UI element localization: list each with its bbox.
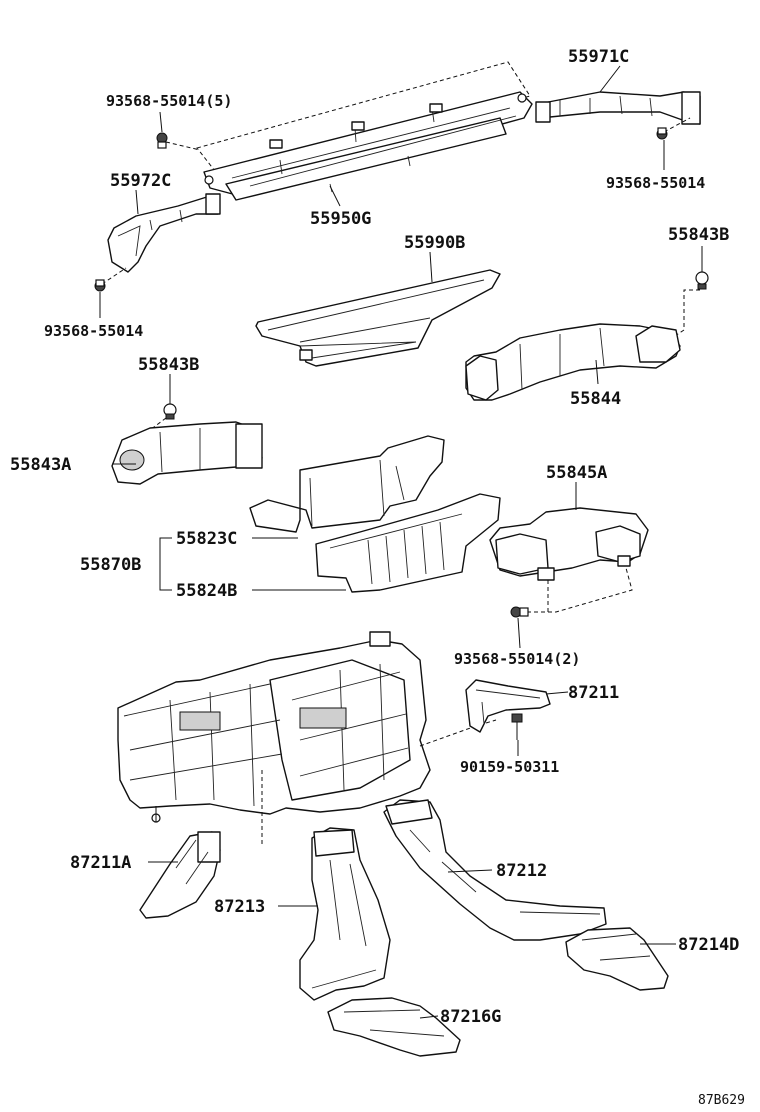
diagram-reference: 87B629 (698, 1093, 745, 1108)
leader-lines (99, 65, 703, 1019)
duct-87211[interactable] (465, 679, 551, 733)
duct-87213[interactable] (299, 827, 391, 1001)
label-55844: 55844 (570, 389, 621, 409)
label-55870B: 55870B (80, 555, 141, 575)
duct-87211A[interactable] (139, 831, 221, 919)
duct-55843A[interactable] (111, 421, 263, 485)
label-87211A: 87211A (70, 853, 131, 873)
side-duct-55972C[interactable] (107, 193, 221, 273)
defroster-nozzle-55950G[interactable] (196, 61, 533, 201)
label-55843B-right: 55843B (668, 225, 729, 245)
label-55971C: 55971C (568, 47, 629, 67)
label-87214D: 87214D (678, 935, 739, 955)
clip-55843B-right[interactable] (695, 271, 709, 290)
register-duct-55845A[interactable] (489, 507, 649, 581)
label-55990B: 55990B (404, 233, 465, 253)
label-90159-50311: 90159-50311 (460, 758, 559, 776)
duct-87216G[interactable] (327, 997, 461, 1057)
label-93568-55014-left: 93568-55014 (44, 322, 143, 340)
clip-55843B-left[interactable] (163, 403, 177, 420)
duct-87214D[interactable] (565, 927, 669, 991)
label-93568-55014-5: 93568-55014(5) (106, 92, 232, 110)
hvac-unit-assembly (117, 631, 431, 823)
clip-93568-55014-right[interactable] (656, 127, 668, 140)
label-87216G: 87216G (440, 1007, 501, 1027)
center-duct-55823C[interactable] (249, 435, 445, 533)
label-87213: 87213 (214, 897, 265, 917)
label-93568-55014-2: 93568-55014(2) (454, 650, 580, 668)
clip-93568-55014-2[interactable] (510, 606, 529, 618)
label-55824B: 55824B (176, 581, 237, 601)
defroster-duct-55990B[interactable] (255, 269, 501, 367)
label-55950G: 55950G (310, 209, 371, 229)
side-duct-55971C[interactable] (535, 91, 701, 125)
label-55823C: 55823C (176, 529, 237, 549)
label-87211: 87211 (568, 683, 619, 703)
center-duct-55824B[interactable] (315, 493, 501, 593)
duct-87212[interactable] (383, 799, 607, 941)
clip-93568-55014-left[interactable] (94, 279, 106, 292)
duct-55844[interactable] (465, 323, 681, 401)
label-93568-55014-right: 93568-55014 (606, 174, 705, 192)
clip-93568-55014-5[interactable] (156, 132, 168, 149)
label-55845A: 55845A (546, 463, 607, 483)
bolt-90159-50311[interactable] (511, 713, 523, 740)
label-55972C: 55972C (110, 171, 171, 191)
label-55843A: 55843A (10, 455, 71, 475)
label-55843B-left: 55843B (138, 355, 199, 375)
label-87212: 87212 (496, 861, 547, 881)
